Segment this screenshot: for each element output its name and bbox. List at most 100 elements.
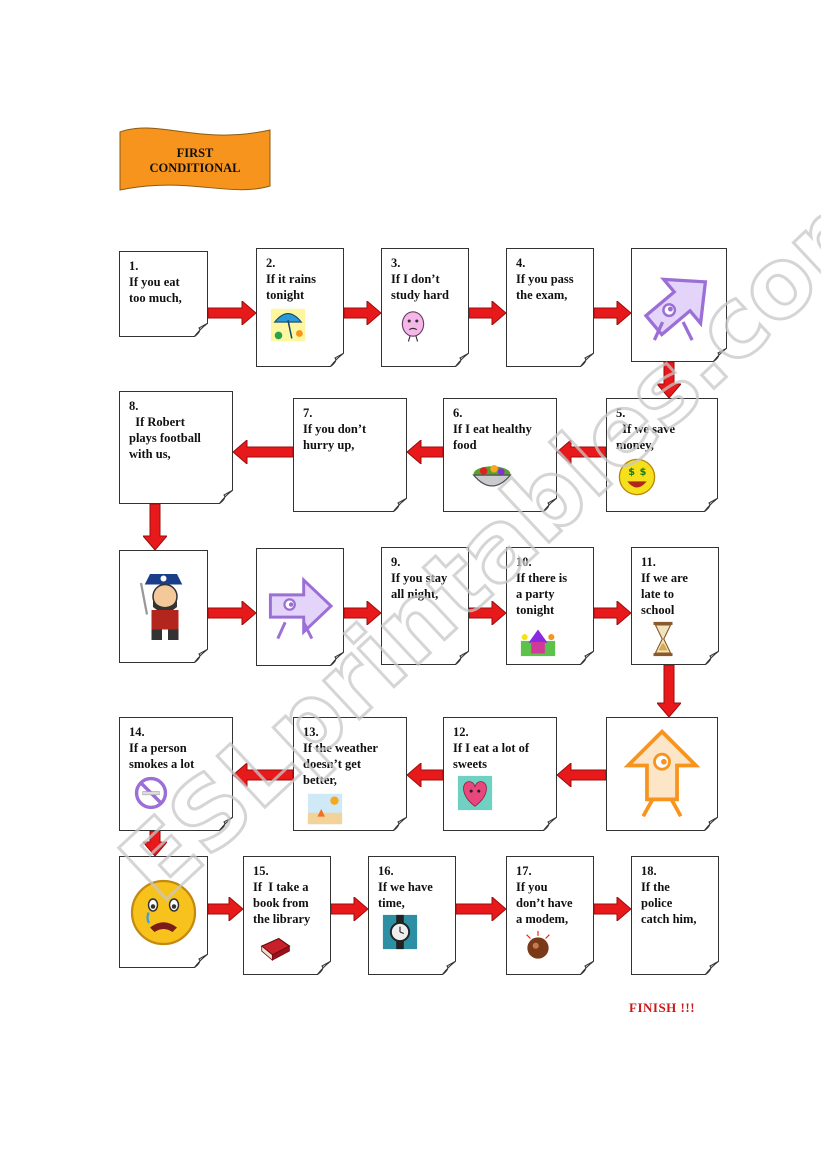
square-number: 15. [253,864,269,878]
pirate-icon [139,574,183,640]
path-arrow [456,897,506,921]
square-line: sweets [453,757,488,771]
square-line: with us, [129,447,171,461]
square-line: police [641,896,673,910]
picture-square [119,550,208,663]
square-line: the exam, [516,288,568,302]
square-picture [132,774,170,816]
square-picture [269,305,307,347]
square-line: food [453,438,477,452]
square-line: If there is [516,571,568,585]
square-line: money, [616,438,654,452]
square-line: If you eat [129,275,180,289]
up-arrow-figure-icon [623,728,701,818]
square-line: tonight [266,288,305,302]
square-number: 18. [641,864,657,878]
title-banner [119,127,271,191]
square-picture: $$ [615,455,659,503]
square-number: 2. [266,256,276,270]
picture-square [256,548,344,666]
square-number: 10. [516,555,532,569]
square-picture [126,865,201,961]
square-line: a party [516,587,555,601]
square-line: If you stay [391,571,448,585]
square-line: plays football [129,431,201,445]
square-number: 7. [303,406,313,420]
picture-square [119,856,208,968]
square-2: 2. If it rains tonight [256,248,344,367]
path-arrow [208,301,256,325]
path-arrow [594,897,631,921]
page-curl [219,817,233,831]
square-line: too much, [129,291,182,305]
page-curl [194,954,208,968]
heart-icon [457,775,493,811]
square-picture [638,257,720,355]
square-number: 1. [129,259,139,273]
salad-bowl-icon [472,465,512,487]
path-arrow [233,763,293,787]
page-curl [543,498,557,512]
square-10: 10. If there is a party tonight [506,547,594,665]
square-number: 9. [391,555,401,569]
crying-face-icon [130,879,197,946]
page-curl [219,490,233,504]
watch-icon [382,914,418,950]
path-arrow [407,763,443,787]
square-line: book from [253,896,309,910]
path-arrow [657,362,681,398]
path-arrow [594,301,631,325]
square-line: If Robert [129,415,185,429]
square-picture [126,559,201,656]
path-arrow [208,897,243,921]
square-line: If it rains [266,272,316,286]
picture-square [631,248,727,362]
money-smiley-icon: $$ [618,458,656,496]
title-word: CONDITIONAL [149,161,241,175]
square-line: school [641,603,675,617]
page-curl [317,961,331,975]
square-line: better, [303,773,337,787]
path-arrow [407,440,443,464]
square-line: don’t have [516,896,573,910]
square-text: 2. If it rains tonight [266,255,339,303]
square-line: If you don’t [303,422,367,436]
umbrella-icon [270,308,306,342]
page-curl [705,651,719,665]
square-picture [454,455,530,501]
hourglass-icon [653,621,673,657]
square-line: tonight [516,603,555,617]
page-curl [330,353,344,367]
square-line: study hard [391,288,450,302]
square-text: 1. If you eat too much, [129,258,203,306]
square-line: hurry up, [303,438,355,452]
path-arrow [208,601,256,625]
square-number: 5. [616,406,626,420]
square-line: If a person [129,741,187,755]
square-picture [456,774,494,816]
page-curl [455,651,469,665]
path-arrow [233,440,293,464]
square-number: 4. [516,256,526,270]
path-arrow [344,601,381,625]
square-line: late to [641,587,674,601]
square-number: 17. [516,864,532,878]
square-line: If we are [641,571,688,585]
square-text: 10. If there is a party tonight [516,554,589,618]
